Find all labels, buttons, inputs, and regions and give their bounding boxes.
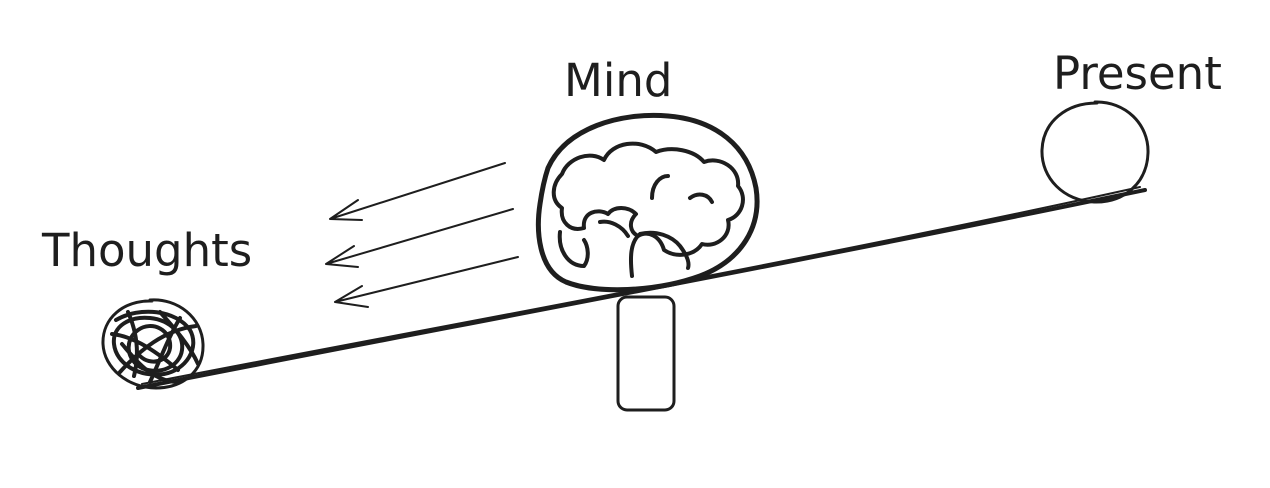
present-circle [1040,100,1150,204]
label-mind: Mind [564,54,673,107]
thoughts-scribble [110,309,200,384]
seesaw-plank [136,188,1147,390]
arrow-top [329,162,506,221]
motion-arrows [325,162,519,308]
label-thoughts: Thoughts [42,224,253,277]
thoughts-ball-outline [101,298,205,390]
mind-brain-lobes [551,141,745,257]
fulcrum [616,295,676,412]
arrow-middle [325,208,514,268]
arrow-bottom [334,256,519,308]
seesaw-plank-edge [141,186,1141,385]
mind-brain-outline [535,112,760,293]
mind-brain-inner [557,174,714,278]
label-present: Present [1053,47,1222,100]
